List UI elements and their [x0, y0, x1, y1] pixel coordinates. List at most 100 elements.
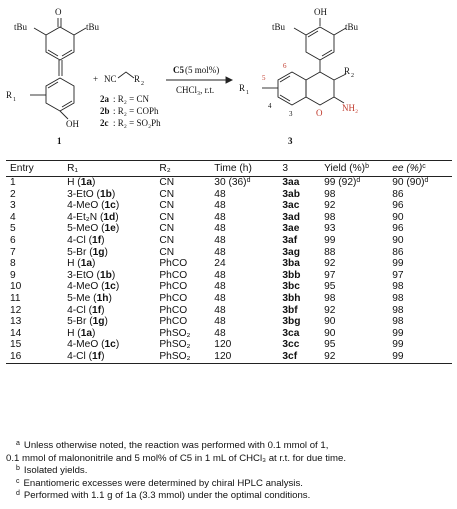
cell-product: 3ae	[278, 223, 320, 235]
cell-r2: CN	[155, 189, 210, 201]
plus-sign: +	[93, 74, 98, 84]
catalyst-label: C5	[173, 65, 184, 75]
product-code: 3bh	[282, 292, 301, 304]
cell-entry: 3	[6, 200, 63, 212]
r2-substituent: PhCO	[159, 316, 188, 328]
cell-product: 3cf	[278, 350, 321, 364]
product-code: 3bc	[282, 281, 300, 293]
product-code: 3ac	[282, 200, 300, 212]
footnote-mark: c	[422, 163, 426, 170]
cell-time: 120	[210, 339, 278, 351]
cell-ee: 99	[388, 339, 452, 351]
r1-compound-code: 1f	[92, 350, 102, 362]
column-header: Yield (%)b	[320, 160, 389, 177]
cell-time: 48	[210, 328, 278, 340]
reactant2-nc: NC	[104, 74, 117, 84]
cell-r2: CN	[155, 223, 210, 235]
cell-r2: CN	[155, 200, 210, 212]
yield-value: 90	[324, 316, 336, 328]
variant-2b-id: 2b	[100, 106, 110, 116]
r1-substituent: 4-MeO	[67, 200, 99, 212]
cell-r2: CN	[155, 235, 210, 247]
cell-r1: 4-MeO (1c)	[67, 339, 120, 351]
ee-value: 96	[392, 200, 404, 212]
r2-substituent: PhSO₂	[159, 350, 191, 362]
cell-time: 48	[210, 247, 278, 259]
cell-time: 24	[210, 258, 278, 270]
cell-ee: 98	[388, 281, 452, 293]
time-value: 48	[214, 200, 226, 212]
r1-compound-code: 1h	[96, 292, 109, 304]
yield-value: 92	[324, 258, 336, 270]
entry-number: 9	[10, 269, 16, 281]
footnote-mark: d	[246, 177, 251, 184]
column-header-label: Time (h)	[214, 163, 252, 174]
cell-ee: 86	[388, 247, 452, 259]
locant-6: 6	[283, 62, 287, 70]
cell-time: 48	[210, 293, 278, 305]
product-code: 3ca	[282, 327, 300, 339]
time-value: 48	[214, 269, 226, 281]
r2-substituent: PhCO	[159, 281, 188, 293]
solvent-label: CHCl₃, r.t.	[176, 85, 214, 95]
column-header: R₂	[155, 160, 211, 177]
cell-entry: 1	[6, 177, 63, 189]
cell-time: 48	[210, 189, 278, 201]
product-nh2: NH₂	[342, 103, 358, 113]
yield-value: 97	[324, 269, 336, 281]
r1-substituent: 5-Me	[67, 292, 91, 304]
column-header: Entry	[6, 160, 64, 177]
time-value: 48	[214, 316, 226, 328]
footnote-text: Enantiomeric excesses were determined by…	[23, 477, 303, 489]
locant-3: 3	[289, 110, 293, 118]
r1-substituent: 3-EtO	[67, 269, 94, 281]
cell-ee: 90	[388, 212, 452, 224]
cell-ee: 98	[388, 316, 452, 328]
r1-compound-code: 1a	[80, 258, 93, 270]
product-tbu-right: tBu	[345, 22, 359, 32]
cell-r1: 4-Cl (1f)	[67, 304, 105, 316]
product-code: 3aa	[282, 177, 300, 188]
cell-r1: H (1a)	[67, 327, 96, 339]
product-tbu-left: tBu	[272, 22, 286, 32]
variant-2c-text: : R₂ = SO₂Ph	[113, 118, 161, 128]
reactant-2-structure: NC R 2 2a : R₂ = CN 2b : R₂ = COPh 2c : …	[100, 71, 161, 128]
cell-yield: 90	[320, 328, 388, 340]
r2-substituent: PhCO	[159, 258, 188, 270]
cell-yield: 92	[320, 305, 388, 317]
cell-yield: 95	[320, 339, 388, 351]
r2-substituent: CN	[159, 211, 175, 223]
time-value: 120	[214, 350, 232, 362]
cell-entry: 14	[6, 328, 63, 340]
cell-r2: PhCO	[155, 258, 210, 270]
entry-number: 12	[10, 304, 22, 316]
cell-time: 120	[210, 350, 279, 364]
cell-yield: 92	[320, 350, 389, 364]
reactant-1-structure: O tBu tBu R 1 OH 1	[6, 7, 100, 146]
ee-value: 90	[392, 234, 404, 246]
product-code: 3af	[282, 234, 298, 246]
cell-product: 3ba	[278, 258, 320, 270]
yield-value: 99	[324, 234, 336, 246]
variant-2a-id: 2a	[100, 94, 110, 104]
r2-substituent: PhSO₂	[159, 327, 191, 339]
product-r2: R	[344, 66, 350, 76]
cell-product: 3aa	[278, 177, 320, 189]
footnote-mark: d	[16, 490, 20, 498]
cell-r1: 3-EtO (1b)	[67, 188, 116, 200]
product-oxygen: O	[316, 108, 323, 118]
time-value: 48	[214, 246, 226, 258]
ee-value: 86	[392, 246, 404, 258]
cell-yield: 98	[320, 212, 388, 224]
product-code: 3bg	[282, 316, 301, 328]
entry-number: 11	[10, 292, 21, 304]
time-value: 48	[214, 281, 226, 293]
cell-r2: PhCO	[155, 305, 210, 317]
cell-product: 3ag	[278, 247, 320, 259]
r1-compound-code: 1a	[80, 177, 93, 188]
